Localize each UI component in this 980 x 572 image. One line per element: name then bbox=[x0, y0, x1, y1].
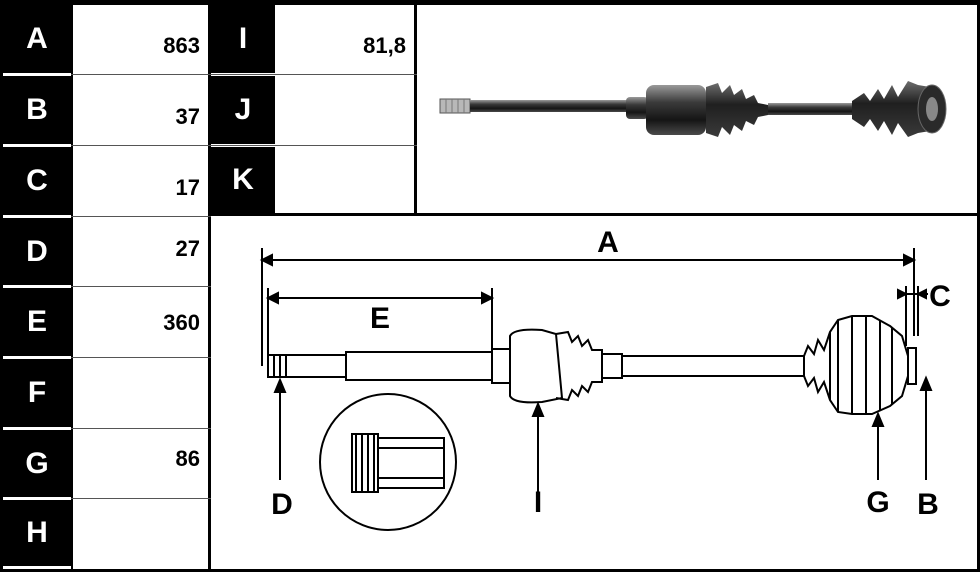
dimension-value-J bbox=[276, 76, 414, 144]
dimension-letter-B: B bbox=[3, 76, 71, 144]
dimension-value-G: 86 bbox=[175, 446, 200, 471]
dimension-letter-D: D bbox=[3, 218, 71, 285]
grid-divider bbox=[71, 216, 211, 217]
dimension-letter-F: F bbox=[3, 359, 71, 427]
diagram-label-E: E bbox=[370, 302, 390, 335]
dimension-value-C: 17 bbox=[175, 175, 200, 200]
dimension-letter-E: E bbox=[3, 288, 71, 356]
grid-divider bbox=[3, 3, 977, 5]
dimension-letter-K: K bbox=[211, 147, 275, 213]
drive-shaft-diagram: A E C D I G B bbox=[259, 226, 951, 531]
dimension-letter-C: C bbox=[3, 147, 71, 215]
dimension-value-A: 863 bbox=[163, 33, 200, 58]
dimension-value-I: 81,8 bbox=[363, 33, 406, 58]
grid-divider bbox=[71, 286, 211, 287]
dimension-letter-A: A bbox=[3, 5, 71, 73]
grid-divider bbox=[211, 213, 977, 216]
grid-divider bbox=[414, 3, 417, 215]
dimension-letter-H: H bbox=[3, 500, 71, 566]
dimension-value-K bbox=[276, 147, 414, 213]
grid-divider bbox=[71, 428, 211, 429]
grid-divider bbox=[71, 498, 211, 499]
diagram-label-I: I bbox=[534, 486, 542, 519]
dimension-value-F bbox=[72, 359, 208, 427]
dimension-letter-G: G bbox=[3, 430, 71, 497]
grid-divider bbox=[71, 145, 417, 146]
diagram-label-G: G bbox=[866, 486, 889, 519]
dimension-value-E: 360 bbox=[163, 310, 200, 335]
dimension-value-H bbox=[72, 500, 208, 566]
drive-shaft-photo bbox=[439, 81, 947, 137]
spline-detail-circle bbox=[319, 393, 457, 531]
diagram-label-B: B bbox=[917, 488, 939, 521]
dimension-value-B: 37 bbox=[175, 104, 200, 129]
dimension-letter-I: I bbox=[211, 5, 275, 73]
diagram-label-C: C bbox=[929, 280, 951, 313]
dimension-letter-J: J bbox=[211, 76, 275, 144]
grid-divider bbox=[71, 74, 417, 75]
grid-divider bbox=[71, 357, 211, 358]
diagram-label-D: D bbox=[271, 488, 293, 521]
dimension-value-D: 27 bbox=[175, 236, 200, 261]
diagram-label-A: A bbox=[597, 226, 619, 259]
